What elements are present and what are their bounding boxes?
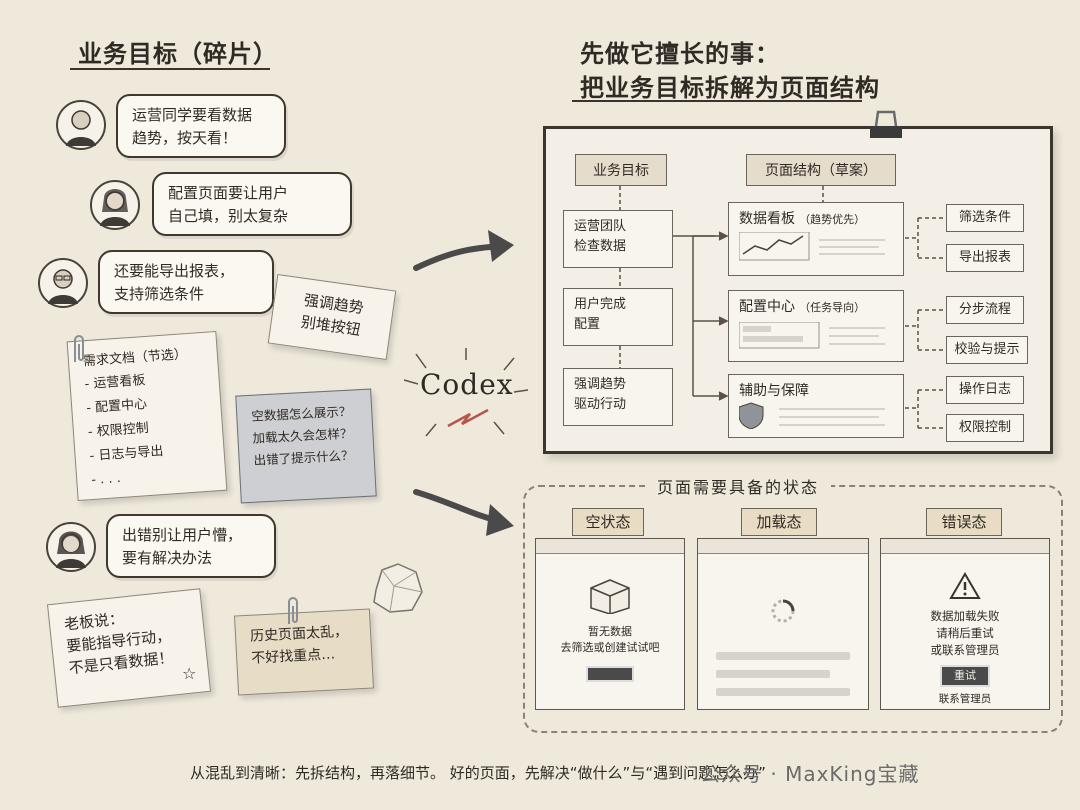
bubble-text: 运营同学要看数据 (132, 106, 253, 124)
bubble-text: 出错别让用户懵， (122, 526, 243, 544)
skeleton-line (716, 688, 850, 696)
goal-text: 驱动行动 (574, 397, 627, 412)
contact-admin-link[interactable]: 联系管理员 (938, 693, 992, 705)
goal-box-2: 用户完成 配置 (563, 288, 673, 346)
bubble-text: 自己填，别太复杂 (168, 207, 289, 225)
empty-state-window: 暂无数据 去筛选或创建试试吧 (535, 538, 685, 710)
leaf-steps: 分步流程 (946, 296, 1024, 324)
skeleton-line (716, 652, 850, 660)
brand-watermark: 公众号 · MaxKing宝藏 (700, 762, 920, 786)
structure-title: 配置中心 (739, 299, 795, 315)
avatar-person-icon (90, 180, 140, 230)
leaf-permission: 权限控制 (946, 414, 1024, 442)
speech-bubble-1: 运营同学要看数据 趋势，按天看！ (116, 94, 286, 158)
structure-title: 辅助与保障 (739, 383, 809, 399)
right-title-underline (572, 100, 862, 102)
empty-state-text: 暂无数据 去筛选或创建试试吧 (536, 624, 684, 656)
goal-box-1: 运营团队 检查数据 (563, 210, 673, 268)
structure-title: 数据看板 (739, 211, 795, 227)
bubble-text: 还要能导出报表， (114, 262, 235, 280)
form-icon (738, 321, 893, 357)
arrow-right-icon (410, 212, 520, 286)
right-title-line2: 把业务目标拆解为页面结构 (580, 74, 880, 102)
avatar-person-icon (56, 100, 106, 150)
questions-note: 空数据怎么展示？ 加载太久会怎样？ 出错了提示什么？ (235, 388, 377, 504)
speech-bubble-3: 还要能导出报表， 支持筛选条件 (98, 250, 274, 314)
right-title-line1: 先做它擅长的事： (580, 40, 780, 68)
warning-icon (881, 572, 1049, 604)
paperclip-icon (284, 596, 300, 630)
goal-text: 强调趋势 (574, 377, 627, 392)
retry-button[interactable]: 重试 (940, 665, 990, 687)
left-title-underline (70, 68, 270, 70)
line-chart-icon (738, 231, 893, 269)
avatar-person-icon (38, 258, 88, 308)
empty-line2: 去筛选或创建试试吧 (560, 641, 660, 654)
history-note: 历史页面太乱， 不好找重点… (233, 608, 375, 696)
leaf-filter: 筛选条件 (946, 204, 1024, 232)
sticky-note-trend: 强调趋势 别堆按钮 (267, 273, 397, 361)
speech-bubble-4: 出错别让用户懵， 要有解决办法 (106, 514, 276, 578)
goal-text: 运营团队 (574, 219, 627, 234)
note-text: 出错了提示什么？ (253, 447, 354, 468)
requirement-doc-note: 需求文档（节选） - 运营看板 - 配置中心 - 权限控制 - 日志与导出 - … (66, 330, 228, 502)
arrow-right-icon (410, 478, 520, 552)
leaf-export: 导出报表 (946, 244, 1024, 272)
tag-empty: 空状态 (572, 508, 644, 536)
structure-note: （趋势优先） (799, 213, 866, 226)
leaf-validation: 校验与提示 (946, 336, 1028, 364)
window-titlebar (698, 539, 868, 554)
column-head-structure: 页面结构（草案） (746, 154, 896, 186)
shield-icon (738, 401, 893, 436)
window-titlebar (536, 539, 684, 554)
error-state-window: 数据加载失败 请稍后重试 或联系管理员 重试 联系管理员 (880, 538, 1050, 710)
loading-state-window (697, 538, 869, 710)
speech-bubble-2: 配置页面要让用户 自己填，别太复杂 (152, 172, 352, 236)
codex-spark-icon (396, 340, 536, 454)
binder-clip-icon (866, 108, 906, 146)
connector-lines (619, 186, 943, 429)
codex-label: Codex (420, 368, 514, 401)
window-titlebar (881, 539, 1049, 554)
empty-line1: 暂无数据 (588, 625, 632, 638)
tag-loading: 加载态 (741, 508, 817, 536)
structure-box-config: 配置中心 （任务导向） (728, 290, 904, 362)
bubble-text: 要有解决办法 (122, 549, 213, 567)
paperclip-icon (70, 334, 86, 368)
crumpled-paper-icon (368, 560, 428, 620)
structure-note: （任务导向） (799, 301, 866, 314)
left-title: 业务目标（碎片） (78, 40, 278, 68)
column-head-goals: 业务目标 (575, 154, 667, 186)
goal-text: 检查数据 (574, 239, 627, 254)
error-line2: 请稍后重试 (936, 626, 994, 640)
note-text: 不好找重点… (250, 646, 336, 667)
structure-box-dashboard: 数据看板 （趋势优先） (728, 202, 904, 276)
goal-text: 配置 (574, 317, 601, 332)
footer-caption: 从混乱到清晰：先拆结构，再落细节。 好的页面，先解决“做什么”与“遇到问题怎么办… (190, 764, 766, 782)
goal-text: 用户完成 (574, 297, 627, 312)
error-text: 数据加载失败 请稍后重试 或联系管理员 (881, 608, 1049, 659)
error-line1: 数据加载失败 (930, 609, 1000, 623)
bubble-text: 支持筛选条件 (114, 285, 205, 303)
structure-box-support: 辅助与保障 (728, 374, 904, 438)
bubble-text: 趋势，按天看！ (132, 129, 238, 147)
bubble-text: 配置页面要让用户 (168, 184, 289, 202)
tag-error: 错误态 (926, 508, 1002, 536)
error-line3: 或联系管理员 (930, 643, 1000, 657)
empty-box-icon (536, 574, 684, 618)
goal-box-3: 强调趋势 驱动行动 (563, 368, 673, 426)
states-title: 页面需要具备的状态 (645, 474, 832, 498)
empty-action-button[interactable] (586, 666, 634, 682)
leaf-oplog: 操作日志 (946, 376, 1024, 404)
skeleton-line (716, 670, 830, 678)
star-icon: ☆ (182, 664, 197, 683)
avatar-person-icon (46, 522, 96, 572)
boss-note: 老板说： 要能指导行动， 不是只看数据！ (46, 588, 212, 708)
spinner-icon (698, 598, 868, 628)
